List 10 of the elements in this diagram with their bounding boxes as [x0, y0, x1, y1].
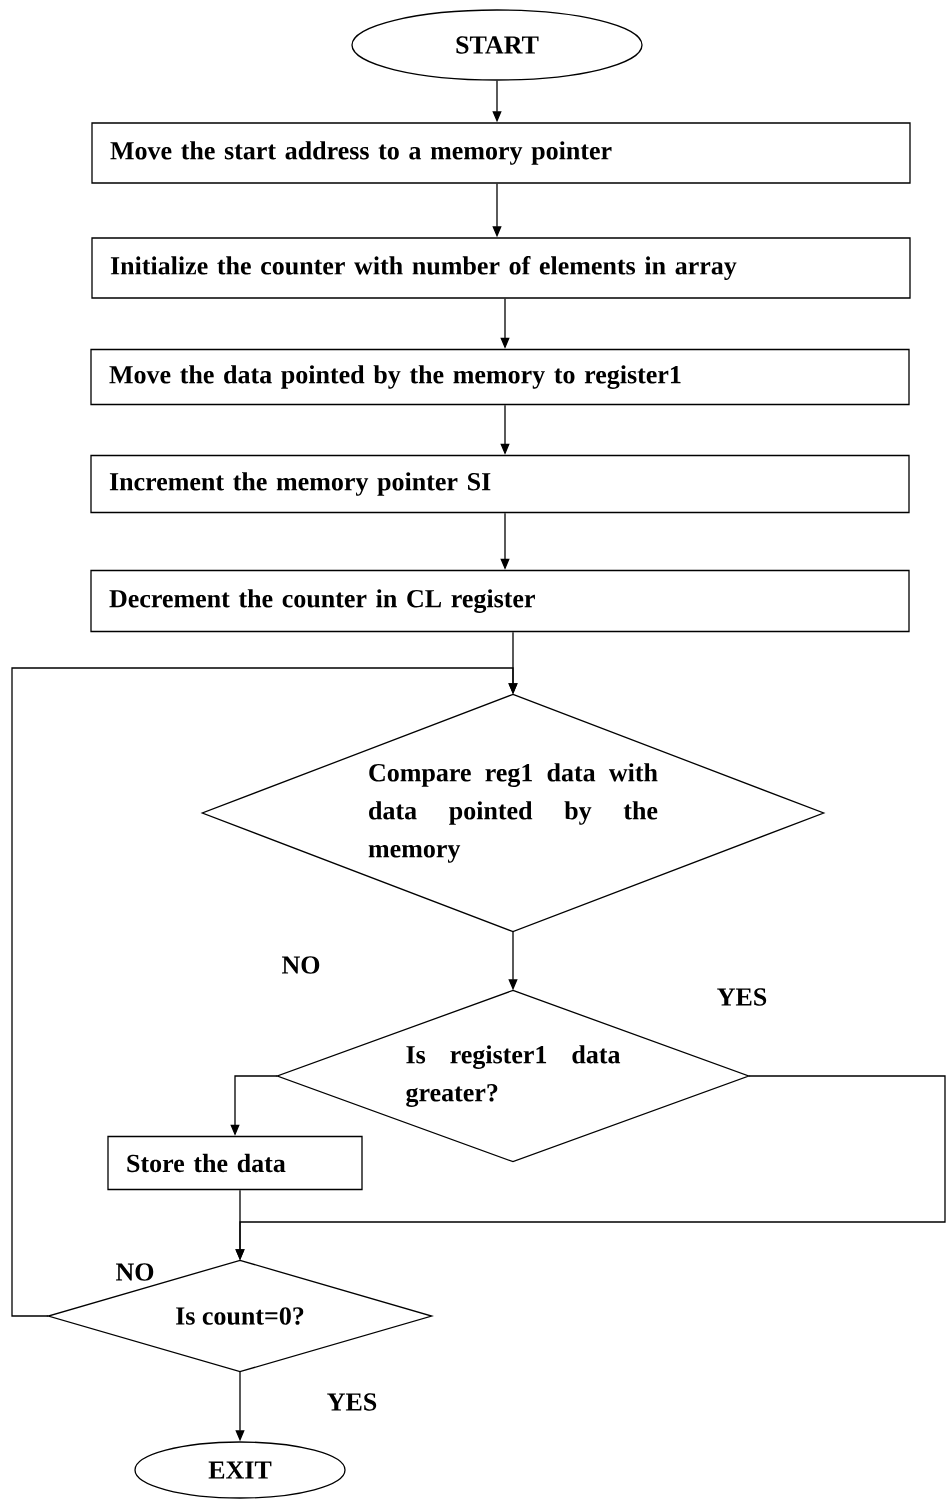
arrow: [11, 667, 518, 1317]
process-box: Decrement the counter in CL register: [90, 569, 910, 633]
process-box: Move the start address to a memory pointer: [91, 122, 911, 184]
process-box: Increment the memory pointer SI: [90, 454, 910, 514]
edge-label: YES: [324, 1391, 380, 1413]
edge-label: NO: [113, 1261, 157, 1283]
edge-label: NO: [279, 954, 323, 976]
process-box: Initialize the counter with number of elements in array: [91, 237, 911, 299]
process-box: Store the data: [107, 1135, 363, 1191]
process-box: Move the data pointed by the memory to register1: [90, 348, 910, 406]
